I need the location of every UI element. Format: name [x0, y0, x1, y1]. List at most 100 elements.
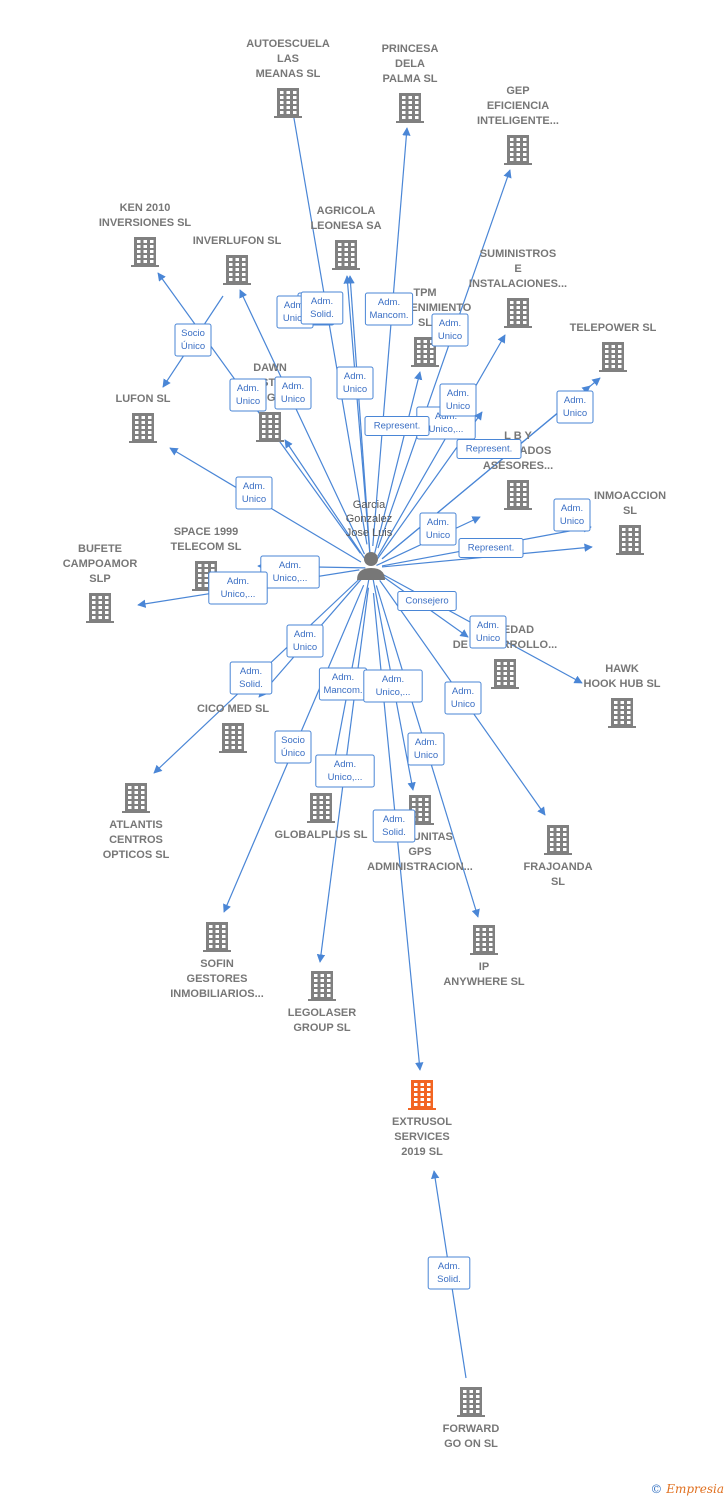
edge-center-agricola: [343, 275, 371, 554]
company-label: GEP: [506, 85, 529, 97]
relation-label[interactable]: Adm.Unico: [431, 313, 469, 347]
relation-text: Adm.: [284, 300, 306, 311]
company-node-lby[interactable]: L B YASOCIADOSASESORES...: [483, 430, 553, 510]
relation-label[interactable]: Adm.Unico: [286, 624, 324, 658]
relation-text: Unico: [281, 394, 305, 405]
building-icon: [616, 525, 644, 555]
building-icon: [274, 88, 302, 118]
company-node-telepower[interactable]: TELEPOWER SL: [570, 322, 657, 372]
relation-label[interactable]: Adm.Unico,...: [208, 571, 268, 605]
company-node-ip[interactable]: IP ANYWHERE SL: [443, 925, 525, 988]
relation-label[interactable]: Adm.Unico: [419, 512, 457, 546]
building-icon: [122, 783, 150, 813]
company-label: FORWARD: [443, 1423, 500, 1435]
brand-logo: Empresia: [666, 1482, 724, 1496]
company-label: OPTICOS SL: [103, 849, 170, 861]
relation-label[interactable]: Adm.Unico,...: [363, 669, 423, 703]
company-node-suministros[interactable]: SUMINISTROSEINSTALACIONES...: [469, 248, 567, 328]
relation-label[interactable]: Adm.Unico: [235, 476, 273, 510]
relation-label[interactable]: Adm.Unico: [229, 378, 267, 412]
company-node-inverlufon[interactable]: INVERLUFON SL: [193, 235, 282, 285]
company-label: INTELIGENTE...: [477, 115, 559, 127]
company-label: INMOACCION: [594, 490, 666, 502]
relation-text: Unico: [451, 699, 475, 710]
relation-text: Unico: [476, 633, 500, 644]
relation-label[interactable]: Adm.Solid.: [229, 661, 273, 695]
company-label: FRAJOANDA: [523, 861, 592, 873]
relation-label[interactable]: Adm.Solid.: [372, 809, 416, 843]
company-label: CENTROS: [109, 834, 163, 846]
company-label: PALMA SL: [383, 73, 438, 85]
edge-center-suministros: [377, 334, 506, 557]
relation-label[interactable]: Adm.Mancom.: [318, 667, 368, 701]
relation-text: Solid.: [239, 679, 263, 690]
company-label: GLOBALPLUS SL: [275, 829, 368, 841]
relation-label[interactable]: Adm.Solid.: [300, 291, 344, 325]
relation-text: Adm.: [452, 686, 474, 697]
company-node-lufon[interactable]: LUFON SL: [116, 393, 171, 443]
relation-text: Adm.: [378, 297, 400, 308]
company-label: IP: [479, 961, 489, 973]
building-icon: [491, 659, 519, 689]
relation-label[interactable]: Adm.Unico,...: [260, 555, 320, 589]
relation-text: Socio: [281, 735, 305, 746]
relation-label[interactable]: Adm.Unico: [336, 366, 374, 400]
relation-label[interactable]: Adm.Mancom.: [364, 292, 414, 326]
person-label: Gonzalez: [346, 513, 392, 525]
relation-label[interactable]: Adm.Solid.: [427, 1256, 471, 1290]
relation-label[interactable]: Adm.Unico: [407, 732, 445, 766]
person-icon: [357, 552, 385, 580]
relation-text: Unico,...: [429, 424, 464, 435]
relation-label[interactable]: Adm.Unico: [553, 498, 591, 532]
relation-label[interactable]: Adm.Unico,...: [315, 754, 375, 788]
relation-label[interactable]: Adm.Unico: [274, 376, 312, 410]
company-node-sofin[interactable]: SOFINGESTORESINMOBILIARIOS...: [170, 922, 264, 1000]
relation-label[interactable]: Represent.: [458, 538, 524, 558]
relation-text: Unico: [446, 401, 470, 412]
copyright-symbol: ©: [650, 1482, 663, 1496]
company-node-cicomed[interactable]: CICO MED SL: [197, 703, 269, 753]
relation-label[interactable]: Represent.: [364, 416, 430, 436]
relation-text: Unico: [343, 384, 367, 395]
company-node-gep[interactable]: GEPEFICIENCIAINTELIGENTE...: [477, 85, 559, 165]
building-icon: [396, 93, 424, 123]
relation-label[interactable]: Adm. Unico: [444, 681, 482, 715]
building-icon: [129, 413, 157, 443]
company-label: INSTALACIONES...: [469, 278, 567, 290]
company-node-globalplus[interactable]: GLOBALPLUS SL: [275, 793, 368, 841]
building-icon: [408, 1080, 436, 1110]
building-icon: [504, 298, 532, 328]
relation-text: Único: [281, 748, 305, 759]
relation-text: Represent.: [374, 421, 420, 432]
relation-label[interactable]: Adm.Unico: [439, 383, 477, 417]
relation-text: Socio: [181, 328, 205, 339]
relation-label[interactable]: Consejero: [397, 591, 457, 611]
relation-text: Adm.: [561, 503, 583, 514]
company-label: SUMINISTROS: [480, 248, 556, 260]
relation-label[interactable]: Represent.: [456, 439, 522, 459]
relation-label[interactable]: Adm.Unico: [556, 390, 594, 424]
company-label: LEGOLASER: [288, 1007, 357, 1019]
company-label: ANYWHERE SL: [443, 976, 525, 988]
building-icon: [457, 1387, 485, 1417]
company-label: CAMPOAMOR: [63, 558, 138, 570]
footer-brand[interactable]: © Empresia: [650, 1482, 724, 1496]
relation-label[interactable]: Adm.Unico: [469, 615, 507, 649]
company-label: SPACE 1999: [174, 526, 239, 538]
